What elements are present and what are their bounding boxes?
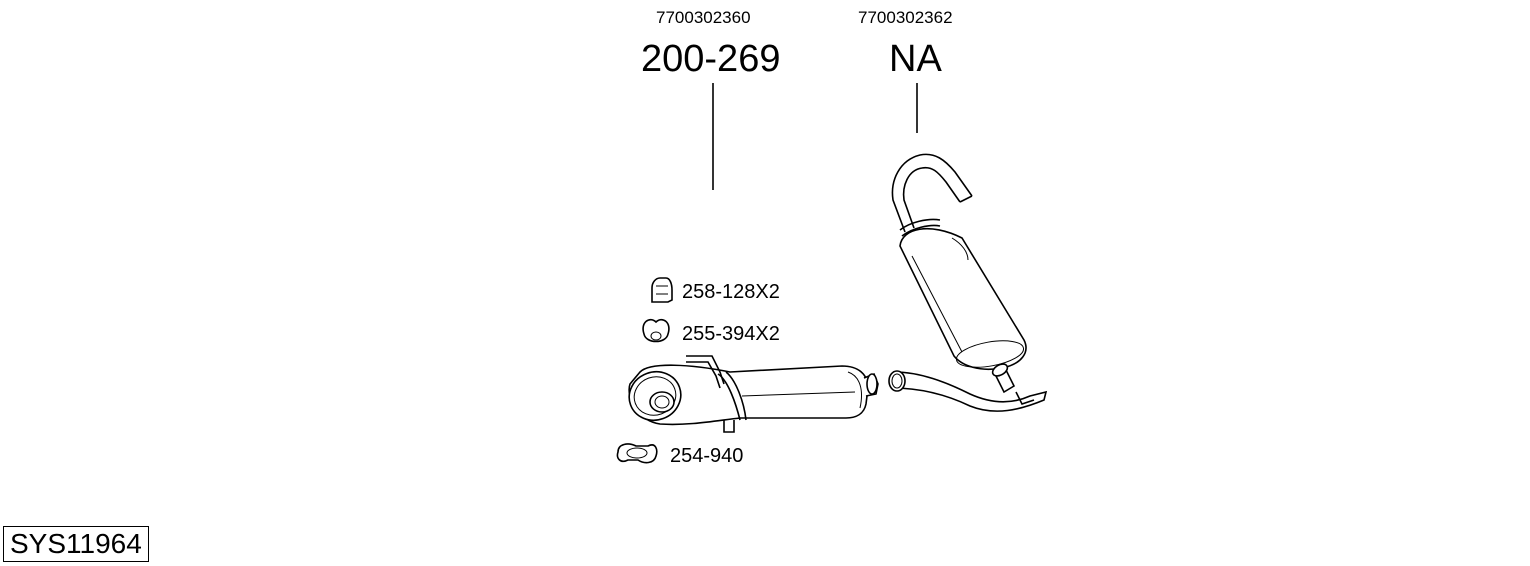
part-number-na[interactable]: NA (889, 38, 942, 80)
oem-number-200-269: 7700302360 (656, 8, 751, 27)
system-code-box: SYS11964 (3, 526, 149, 562)
rubber-hanger-icon (651, 277, 673, 303)
accessory-label-clamp[interactable]: 254-940 (670, 445, 744, 467)
accessory-label-hanger[interactable]: 258-128X2 (682, 281, 780, 303)
rear-silencer-drawing (888, 153, 1048, 412)
pipe-clamp-icon (616, 443, 658, 464)
rubber-ring-mount-icon (642, 318, 670, 343)
middle-silencer-drawing (628, 355, 879, 433)
accessory-label-ring-mount[interactable]: 255-394X2 (682, 323, 780, 345)
oem-number-na: 7700302362 (858, 8, 953, 27)
part-number-200-269[interactable]: 200-269 (641, 38, 781, 80)
